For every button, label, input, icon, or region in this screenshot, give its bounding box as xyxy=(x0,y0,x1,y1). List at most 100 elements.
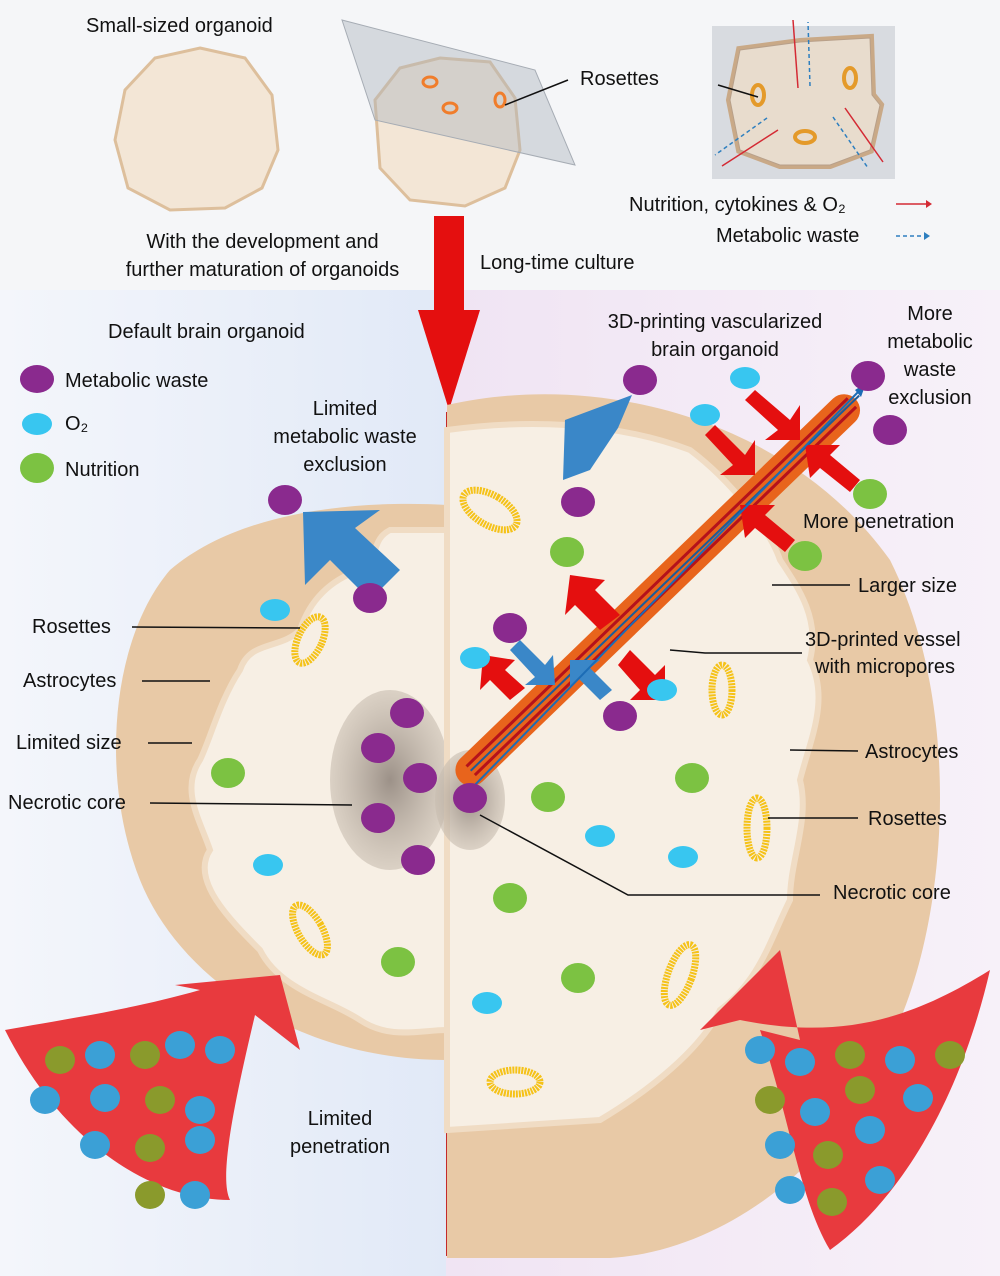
more-exclusion-line2: metabolic xyxy=(887,331,973,353)
nutrition-particle xyxy=(381,947,415,977)
vascularized-organoid-illustration xyxy=(435,383,990,1259)
metabolic-waste-particle xyxy=(623,365,657,395)
vascularized-title-line2: brain organoid xyxy=(651,339,779,361)
vessel-label-line2: with micropores xyxy=(815,656,956,678)
oxygen-particle xyxy=(260,599,290,621)
metabolic-waste-particle xyxy=(603,701,637,731)
waste-legend-icon xyxy=(20,365,54,393)
blood-cell-particle xyxy=(765,1131,795,1159)
nutrition-particle xyxy=(531,782,565,812)
blood-cell-particle xyxy=(903,1084,933,1112)
metabolic-waste-particle xyxy=(353,583,387,613)
blood-cell-particle xyxy=(85,1041,115,1069)
left-rosettes-label: Rosettes xyxy=(32,616,111,638)
left-necrotic-core-label: Necrotic core xyxy=(8,792,126,814)
legend-item-oxygen: O₂ xyxy=(65,413,89,435)
nutrition-particle xyxy=(788,541,822,571)
larger-size-label: Larger size xyxy=(858,575,957,597)
limited-exclusion-line3: exclusion xyxy=(303,454,387,476)
nutrition-particle xyxy=(561,963,595,993)
legend-item-nutrition: Nutrition xyxy=(65,459,140,481)
limited-exclusion-line1: Limited xyxy=(312,398,378,420)
blood-cell-particle xyxy=(80,1131,110,1159)
vessel-label-line1: 3D-printed vessel xyxy=(805,629,961,651)
nutrition-particle xyxy=(493,883,527,913)
blood-cell-particle xyxy=(745,1036,775,1064)
metabolic-waste-particle xyxy=(493,613,527,643)
oxygen-particle xyxy=(472,992,502,1014)
blood-cell-particle xyxy=(817,1188,847,1216)
blood-cell-particle xyxy=(205,1036,235,1064)
limited-penetration-line2: penetration xyxy=(289,1136,391,1158)
right-necrotic-core-label: Necrotic core xyxy=(833,882,951,904)
more-exclusion-line3: waste xyxy=(903,359,957,381)
sectioned-organoid-illustration xyxy=(341,19,576,208)
blood-cell-particle xyxy=(855,1116,885,1144)
legend-arrows xyxy=(896,200,932,240)
blood-cell-particle xyxy=(145,1086,175,1114)
default-organoid-title: Default brain organoid xyxy=(108,321,305,343)
limited-size-label: Limited size xyxy=(16,732,122,754)
right-astrocytes-label: Astrocytes xyxy=(865,741,959,763)
metabolic-waste-particle xyxy=(401,845,435,875)
nutrition-particle xyxy=(675,763,709,793)
metabolic-waste-particle xyxy=(268,485,302,515)
long-time-culture-arrow xyxy=(418,216,480,410)
blood-cell-particle xyxy=(775,1176,805,1204)
limited-penetration-line1: Limited xyxy=(307,1108,373,1130)
metabolic-waste-particle xyxy=(873,415,907,445)
cross-section-illustration xyxy=(712,19,895,179)
oxygen-legend-icon xyxy=(22,413,52,435)
blood-cell-particle xyxy=(185,1126,215,1154)
blood-cell-particle xyxy=(885,1046,915,1074)
oxygen-particle xyxy=(585,825,615,847)
blood-cell-particle xyxy=(800,1098,830,1126)
right-rosettes-label: Rosettes xyxy=(868,808,947,830)
top-rosettes-label: Rosettes xyxy=(580,68,659,90)
nutrition-particle xyxy=(550,537,584,567)
blood-cell-particle xyxy=(185,1096,215,1124)
blood-cell-particle xyxy=(130,1041,160,1069)
long-time-culture-label: Long-time culture xyxy=(480,252,635,274)
oxygen-particle xyxy=(647,679,677,701)
oxygen-particle xyxy=(460,647,490,669)
nutrition-particle xyxy=(211,758,245,788)
nutrition-particle xyxy=(853,479,887,509)
blood-cell-particle xyxy=(813,1141,843,1169)
blood-cell-particle xyxy=(835,1041,865,1069)
oxygen-particle xyxy=(253,854,283,876)
blood-cell-particle xyxy=(865,1166,895,1194)
blood-cell-particle xyxy=(180,1181,210,1209)
blood-cell-particle xyxy=(935,1041,965,1069)
limited-exclusion-line2: metabolic waste xyxy=(273,426,417,448)
development-label-line1: With the development and xyxy=(146,231,379,253)
blood-cell-particle xyxy=(45,1046,75,1074)
oxygen-particle xyxy=(668,846,698,868)
blood-cell-particle xyxy=(135,1134,165,1162)
left-astrocytes-label: Astrocytes xyxy=(23,670,117,692)
blood-cell-particle xyxy=(845,1076,875,1104)
vascularized-title-line1: 3D-printing vascularized xyxy=(607,311,823,333)
blood-cell-particle xyxy=(30,1086,60,1114)
blood-cell-particle xyxy=(135,1181,165,1209)
metabolic-waste-particle xyxy=(390,698,424,728)
metabolic-waste-particle xyxy=(561,487,595,517)
blood-cell-particle xyxy=(90,1084,120,1112)
nutrition-legend-icon xyxy=(20,453,54,483)
more-exclusion-line4: exclusion xyxy=(888,387,972,409)
blood-cell-particle xyxy=(755,1086,785,1114)
small-organoid-illustration xyxy=(113,46,280,212)
small-organoid-label: Small-sized organoid xyxy=(86,15,273,37)
more-penetration-label: More penetration xyxy=(803,511,955,533)
legend-waste-label: Metabolic waste xyxy=(716,225,860,247)
metabolic-waste-particle xyxy=(453,783,487,813)
metabolic-waste-particle xyxy=(361,803,395,833)
legend-nutrition-label: Nutrition, cytokines & O₂ xyxy=(629,194,846,216)
blood-cell-particle xyxy=(785,1048,815,1076)
more-exclusion-line1: More xyxy=(907,303,953,325)
metabolic-waste-particle xyxy=(851,361,885,391)
development-label-line2: further maturation of organoids xyxy=(125,259,400,281)
oxygen-particle xyxy=(730,367,760,389)
